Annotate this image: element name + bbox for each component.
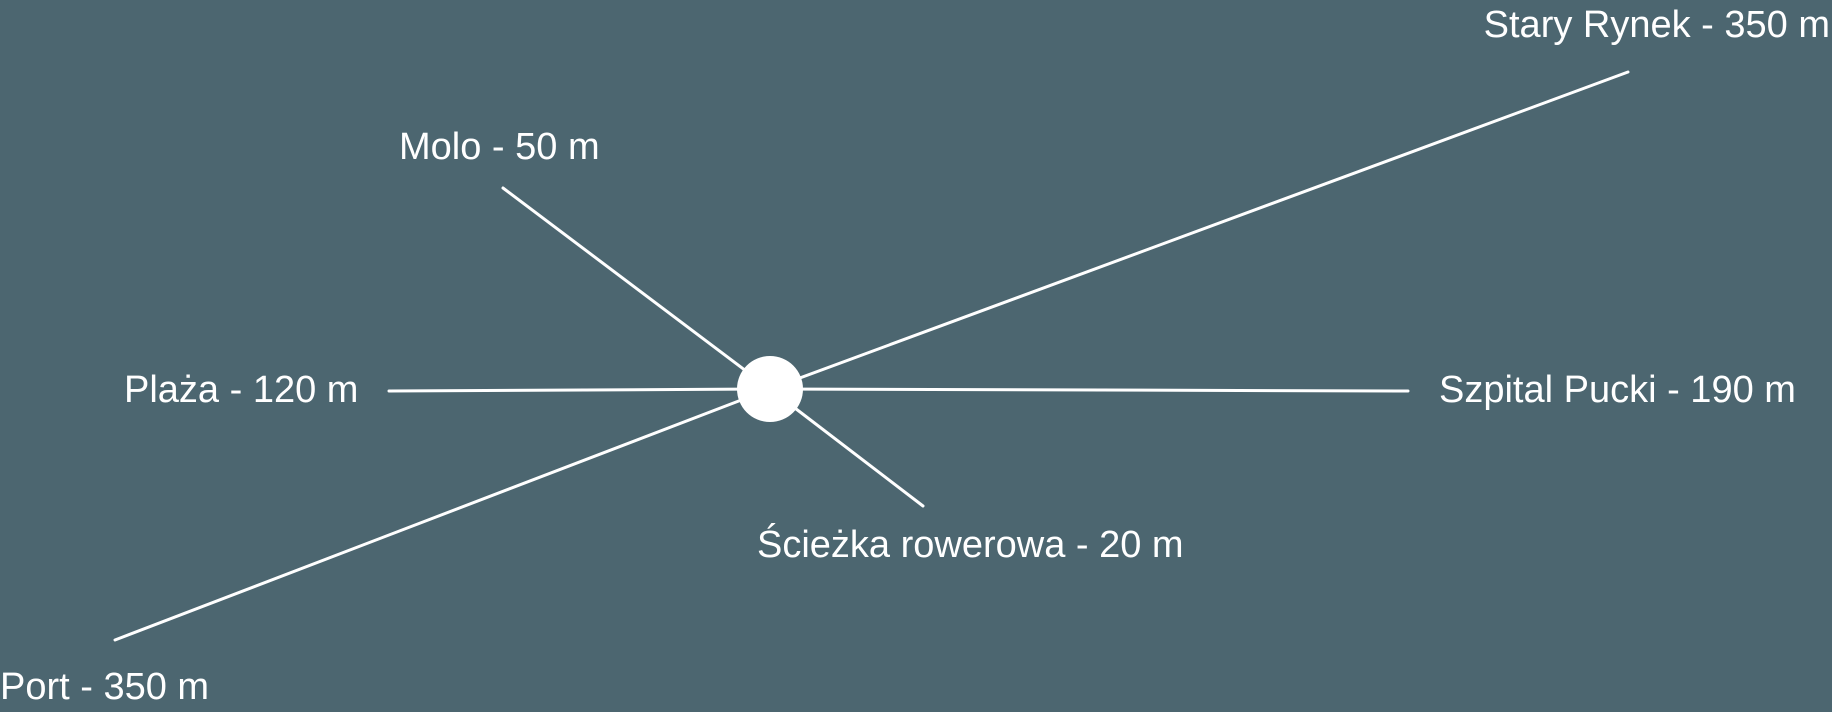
distance-line-molo xyxy=(501,186,772,391)
poi-label-port: Port - 350 m xyxy=(0,666,210,708)
distance-line-port xyxy=(113,387,772,642)
poi-label-stary-rynek: Stary Rynek - 350 m xyxy=(1483,4,1830,46)
distance-line-szpital-pucki xyxy=(768,387,1410,393)
poi-label-szpital-pucki: Szpital Pucki - 190 m xyxy=(1439,369,1796,411)
distance-line-stary-rynek xyxy=(768,70,1630,391)
poi-label-sciezka-rowerowa: Ścieżka rowerowa - 20 m xyxy=(757,524,1184,566)
center-marker-dot xyxy=(737,356,803,422)
distance-line-plaza xyxy=(387,387,772,393)
poi-label-plaza: Plaża - 120 m xyxy=(124,369,359,411)
poi-label-molo: Molo - 50 m xyxy=(399,126,600,168)
